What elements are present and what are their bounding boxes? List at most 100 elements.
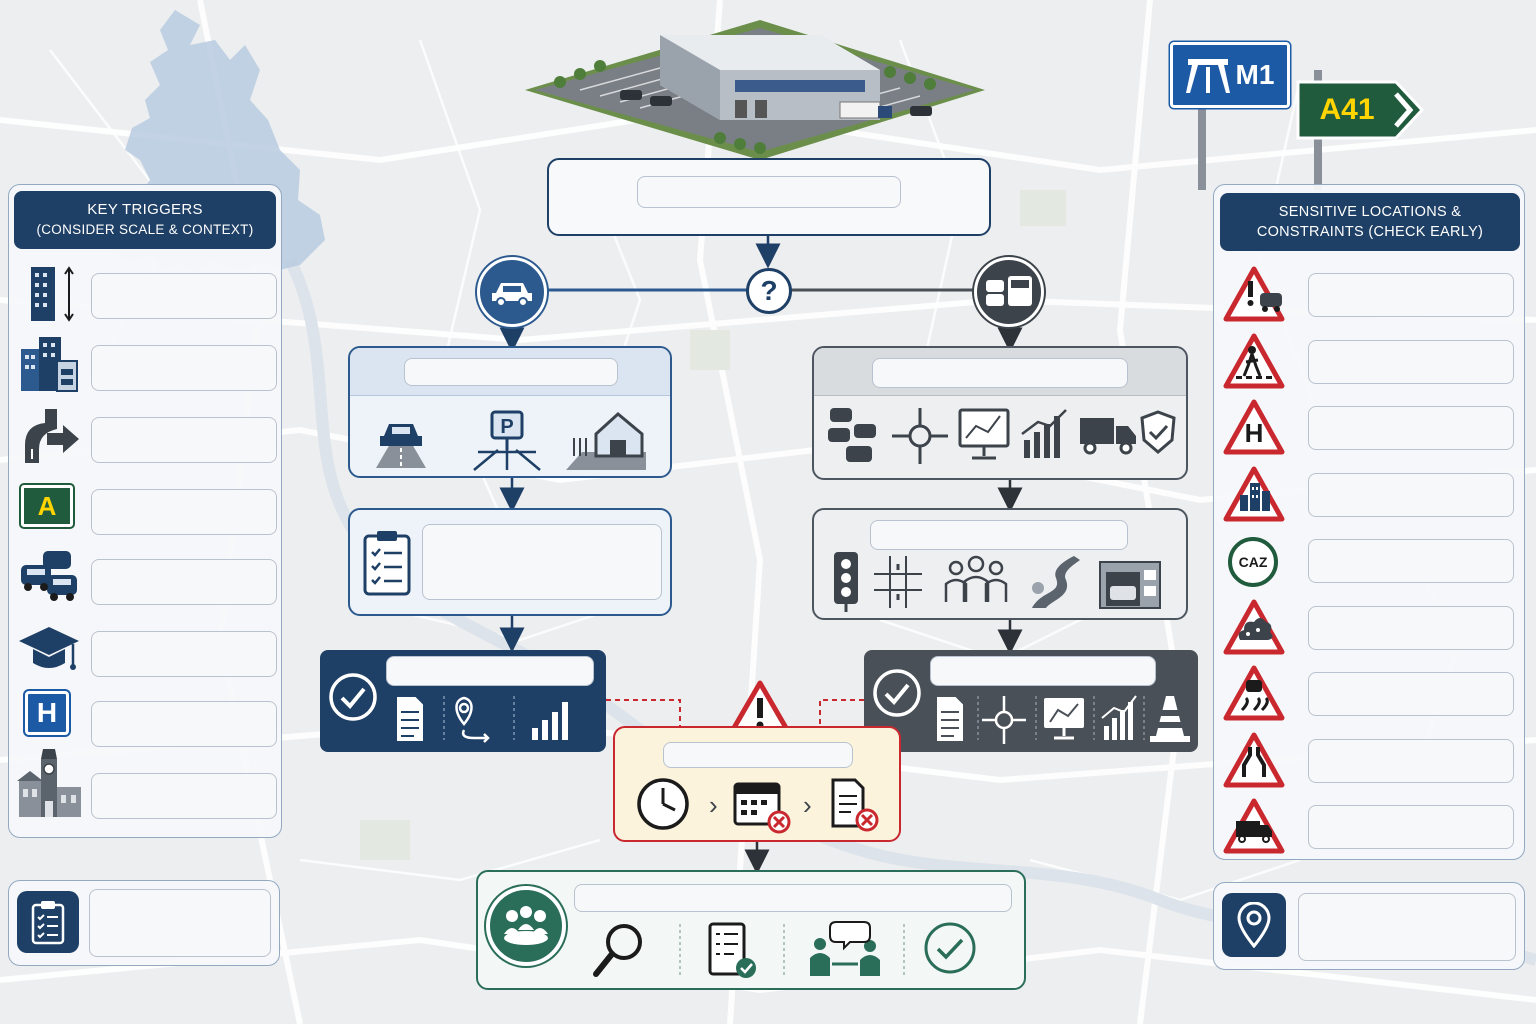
large-scale-approval-box xyxy=(864,650,1198,752)
small-scale-assessment-box: P xyxy=(348,346,672,478)
growth-chart-icon xyxy=(1021,409,1067,458)
constraint-field-8[interactable] xyxy=(1308,738,1514,783)
key-triggers-title: KEY TRIGGERS xyxy=(87,201,203,218)
trigger-field-2[interactable] xyxy=(91,345,277,391)
tall-building-height-icon xyxy=(31,266,74,322)
decision-node: ? xyxy=(746,268,792,314)
sensitive-locations-panel: SENSITIVE LOCATIONS & CONSTRAINTS (CHECK… xyxy=(1213,184,1525,860)
svg-text:P: P xyxy=(500,416,513,438)
clipboard-checklist-icon xyxy=(363,531,411,596)
roundabout-icon xyxy=(982,696,1026,744)
chevron-right-icon: › xyxy=(709,790,718,820)
pre-application-title-field[interactable] xyxy=(574,884,1012,912)
trigger-field-1[interactable] xyxy=(91,273,277,319)
approval-icon-strip xyxy=(395,695,568,743)
delay-sequence-icon-strip: › › xyxy=(637,778,879,834)
key-triggers-subtitle: (CONSIDER SCALE & CONTEXT) xyxy=(36,222,254,237)
large-scale-approval-field[interactable] xyxy=(930,656,1156,686)
transport-assessment-box xyxy=(812,508,1188,620)
transport-statement-field[interactable] xyxy=(422,524,662,600)
approved-check-icon xyxy=(329,673,377,721)
slippery-road-sign-icon xyxy=(1223,665,1285,721)
delay-risk-title-field[interactable] xyxy=(663,742,853,768)
lorry-sign-icon xyxy=(1223,798,1285,854)
magnifier-search-icon xyxy=(593,924,642,977)
sensitive-locations-footer xyxy=(1213,882,1525,970)
constraint-field-2[interactable] xyxy=(1308,339,1514,384)
small-scale-approval-field[interactable] xyxy=(386,656,594,686)
transport-assessment-icon-strip xyxy=(834,552,1161,612)
bar-chart-icon xyxy=(532,702,568,740)
motorway-sign-m1: M1 xyxy=(1170,42,1290,108)
key-triggers-panel: KEY TRIGGERS (CONSIDER SCALE & CONTEXT) … xyxy=(8,184,282,838)
document-icon xyxy=(395,695,425,743)
approved-check-icon xyxy=(873,669,921,717)
consultation-discussion-icon xyxy=(810,921,880,976)
constraint-field-7[interactable] xyxy=(1308,672,1514,716)
constraint-field-3[interactable] xyxy=(1308,406,1514,450)
calendar-cancel-icon xyxy=(733,782,791,834)
car-branch-node xyxy=(477,257,547,327)
a-road-sign-a41: A41 xyxy=(1296,80,1426,140)
trigger-field-6[interactable] xyxy=(91,631,277,677)
air-pollution-sign-icon xyxy=(1223,599,1285,654)
sensitive-locations-header: SENSITIVE LOCATIONS & CONSTRAINTS (CHECK… xyxy=(1220,193,1520,251)
graduation-cap-icon xyxy=(19,627,79,670)
trigger-field-3[interactable] xyxy=(91,417,277,463)
sign-post xyxy=(1198,100,1206,190)
constraint-field-4[interactable] xyxy=(1308,472,1514,517)
loading-bay-icon xyxy=(1099,561,1161,609)
trigger-field-8[interactable] xyxy=(91,773,277,819)
car-and-lorry-icon xyxy=(986,276,1032,306)
key-triggers-footer xyxy=(8,880,280,966)
trigger-field-5[interactable] xyxy=(91,559,277,605)
junction-layout-icon xyxy=(874,556,922,608)
delay-risk-warning-box: › › xyxy=(613,726,901,842)
assessment-icon-strip xyxy=(828,408,1176,464)
winding-road-icon xyxy=(1032,556,1080,608)
motorway-sign-label: M1 xyxy=(1235,59,1275,90)
completed-check-icon xyxy=(924,922,976,974)
traffic-cars-icon xyxy=(21,551,77,601)
route-location-icon xyxy=(455,696,490,743)
roundabout-icon xyxy=(892,408,948,464)
office-buildings-icon xyxy=(21,337,78,392)
key-triggers-footer-field[interactable] xyxy=(89,889,271,957)
traffic-cars-icon xyxy=(828,408,876,462)
distribution-warehouse-site-illustration xyxy=(525,20,985,160)
key-triggers-header: KEY TRIGGERS (CONSIDER SCALE & CONTEXT) xyxy=(14,191,276,249)
site-proposal-box xyxy=(547,158,991,236)
site-proposal-title-field[interactable] xyxy=(637,176,901,208)
constraint-field-5[interactable] xyxy=(1308,539,1514,583)
document-icon xyxy=(935,695,965,743)
constraint-field-1[interactable] xyxy=(1308,273,1514,317)
checklist-approved-icon xyxy=(708,922,756,978)
driveway-house-icon xyxy=(566,412,646,470)
car-on-road-icon xyxy=(376,424,426,468)
review-icon-strip xyxy=(593,921,976,978)
parking-icon: P xyxy=(473,410,541,471)
clean-air-zone-label: CAZ xyxy=(1238,554,1268,570)
transport-assessment-field[interactable] xyxy=(870,520,1128,550)
constraint-field-6[interactable] xyxy=(1308,605,1514,650)
chevron-right-icon: › xyxy=(803,790,812,820)
road-junction-arrow-icon xyxy=(25,409,79,463)
document-rejected-icon xyxy=(831,778,879,832)
large-scale-title-field[interactable] xyxy=(872,358,1128,388)
large-scale-assessment-box xyxy=(812,346,1188,480)
traffic-model-monitor-icon xyxy=(958,408,1010,460)
small-scale-title-field[interactable] xyxy=(404,358,618,386)
a-road-letter: A xyxy=(37,490,57,521)
small-scale-approval-box xyxy=(320,650,606,752)
constraint-field-9[interactable] xyxy=(1308,805,1514,849)
approval-icon-strip xyxy=(935,695,1190,744)
location-pin-icon xyxy=(1222,893,1286,957)
pre-application-review-box xyxy=(476,870,1026,990)
town-hall-clock-tower-icon xyxy=(17,749,81,817)
safety-shield-icon xyxy=(1140,410,1176,454)
question-mark-icon: ? xyxy=(760,275,778,306)
trigger-field-7[interactable] xyxy=(91,701,277,747)
trigger-field-4[interactable] xyxy=(91,489,277,535)
sensitive-locations-subtitle: CONSTRAINTS (CHECK EARLY) xyxy=(1256,224,1484,240)
sensitive-locations-footer-field[interactable] xyxy=(1298,893,1516,961)
